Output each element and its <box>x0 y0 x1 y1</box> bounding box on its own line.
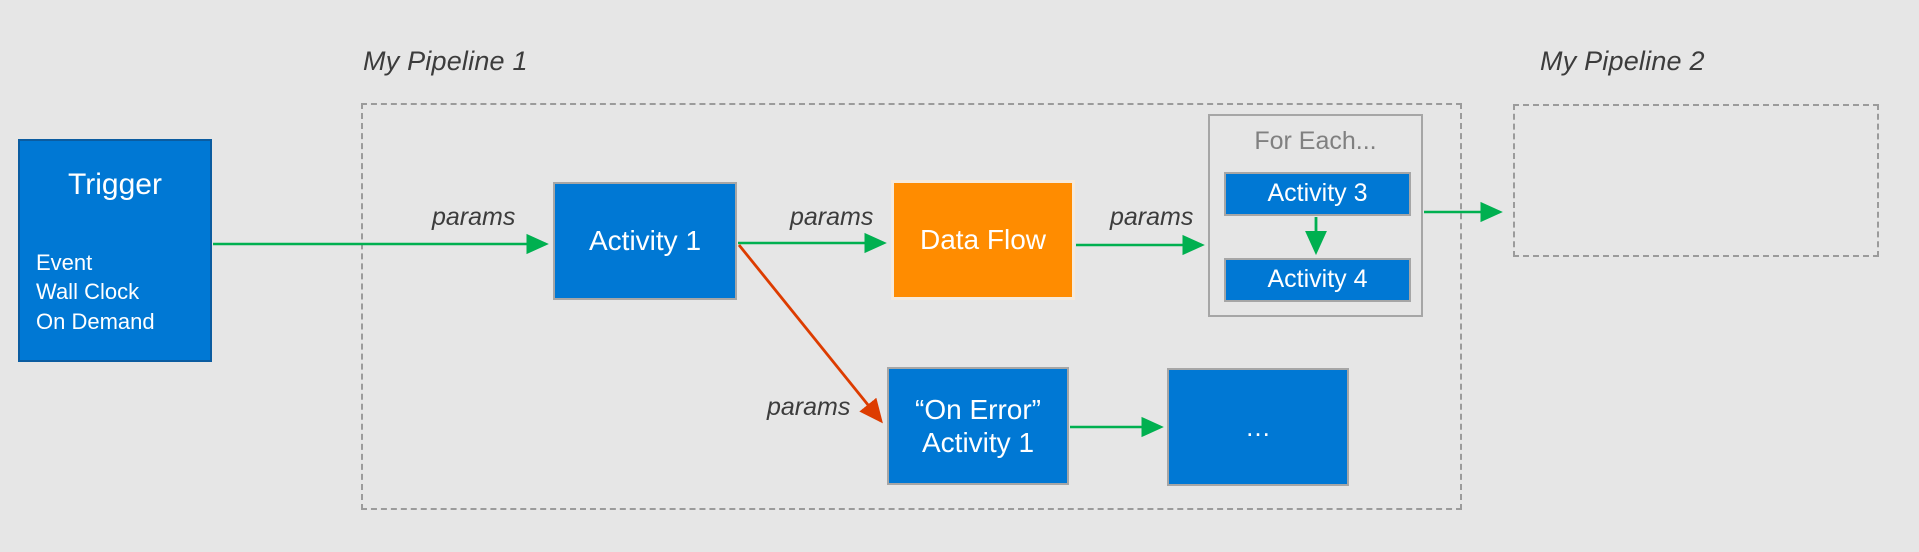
node-activity-4[interactable]: Activity 4 <box>1224 258 1411 302</box>
edge-label-activity1-to-dataflow: params <box>790 203 874 231</box>
node-activity-1-label: Activity 1 <box>588 225 702 257</box>
node-activity-3[interactable]: Activity 3 <box>1224 172 1411 216</box>
node-activity-4-label: Activity 4 <box>1267 265 1368 294</box>
node-ellipsis[interactable]: … <box>1167 368 1349 486</box>
edge-label-activity1-to-onerror: params <box>767 393 851 421</box>
edge-label-dataflow-to-foreach: params <box>1110 203 1194 231</box>
node-data-flow-label: Data Flow <box>919 224 1047 256</box>
node-on-error-activity-1[interactable]: “On Error” Activity 1 <box>887 367 1069 485</box>
pipeline-2-frame[interactable] <box>1513 104 1879 257</box>
pipeline-1-frame[interactable] <box>361 103 1462 510</box>
trigger-mode-list: Event Wall Clock On Demand <box>36 250 155 334</box>
node-ellipsis-label: … <box>1245 411 1271 442</box>
node-activity-3-label: Activity 3 <box>1267 179 1368 208</box>
edge-label-trigger-to-activity1: params <box>432 203 516 231</box>
node-on-error-activity-1-label: “On Error” Activity 1 <box>915 393 1041 458</box>
foreach-label: For Each... <box>1254 127 1377 155</box>
node-activity-1[interactable]: Activity 1 <box>553 182 737 300</box>
pipeline-1-title: My Pipeline 1 <box>363 46 528 76</box>
node-data-flow[interactable]: Data Flow <box>891 180 1075 300</box>
trigger-node[interactable]: Trigger Event Wall Clock On Demand <box>18 139 212 362</box>
trigger-title: Trigger <box>68 168 162 201</box>
pipeline-2-title: My Pipeline 2 <box>1540 46 1705 76</box>
